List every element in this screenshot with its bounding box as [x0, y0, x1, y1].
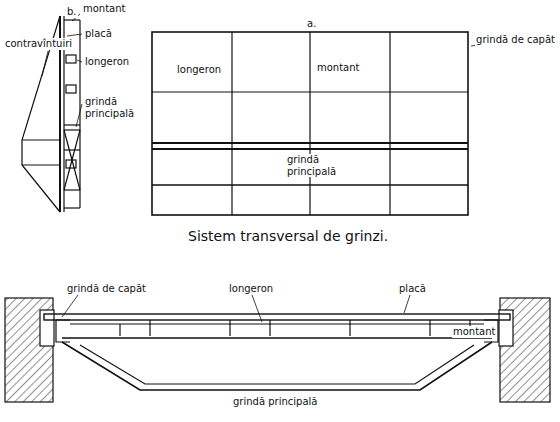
- panel-letter: a.: [306, 18, 317, 30]
- part-label: grindă principală: [84, 96, 146, 119]
- part-label: grindă de capăt: [475, 34, 556, 46]
- part-label: contravîntuiri: [4, 38, 73, 50]
- part-label: placă: [398, 283, 427, 295]
- part-label: longeron: [228, 283, 274, 295]
- part-label: placă: [84, 28, 113, 40]
- part-label: montant: [316, 62, 361, 74]
- part-label: longeron: [84, 56, 130, 68]
- part-label: montant: [82, 3, 127, 15]
- part-label: grindă principală: [286, 154, 352, 177]
- part-label: longeron: [176, 64, 222, 76]
- caption: Sistem transversal de grinzi.: [186, 228, 390, 244]
- panel-letter: b.: [66, 6, 78, 18]
- part-label: grindă principală: [232, 396, 318, 408]
- part-label: grindă de capăt: [66, 283, 147, 295]
- part-label: montant: [452, 326, 497, 338]
